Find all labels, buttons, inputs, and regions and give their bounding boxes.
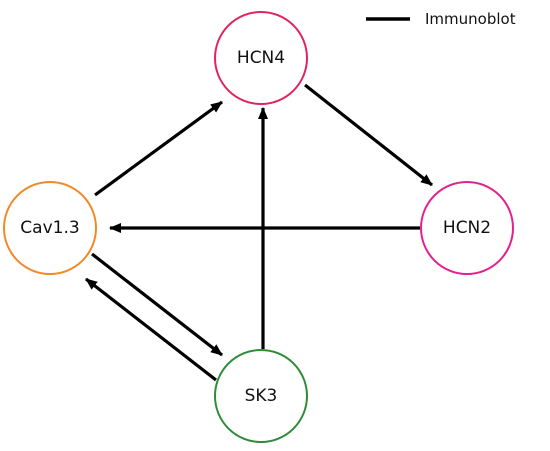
node-cav13: Cav1.3 — [3, 181, 97, 275]
legend: Immunoblot — [366, 10, 516, 28]
edge-sk3-to-cav13 — [85, 277, 217, 382]
legend-label: Immunoblot — [425, 10, 516, 28]
node-hcn2-label: HCN2 — [443, 218, 491, 238]
edge-cav13-to-hcn4 — [94, 100, 223, 197]
node-sk3: SK3 — [214, 349, 308, 443]
node-hcn2-circle — [420, 181, 514, 275]
node-sk3-circle — [214, 349, 308, 443]
node-sk3-label: SK3 — [245, 386, 278, 406]
node-hcn4: HCN4 — [214, 11, 308, 105]
node-cav13-circle — [3, 181, 97, 275]
edges — [85, 83, 433, 382]
node-hcn4-label: HCN4 — [237, 48, 285, 68]
edge-hcn4-to-hcn2 — [304, 83, 433, 187]
edge-cav13-to-sk3 — [91, 252, 223, 357]
node-hcn2: HCN2 — [420, 181, 514, 275]
node-hcn4-circle — [214, 11, 308, 105]
node-cav13-label: Cav1.3 — [20, 218, 79, 238]
